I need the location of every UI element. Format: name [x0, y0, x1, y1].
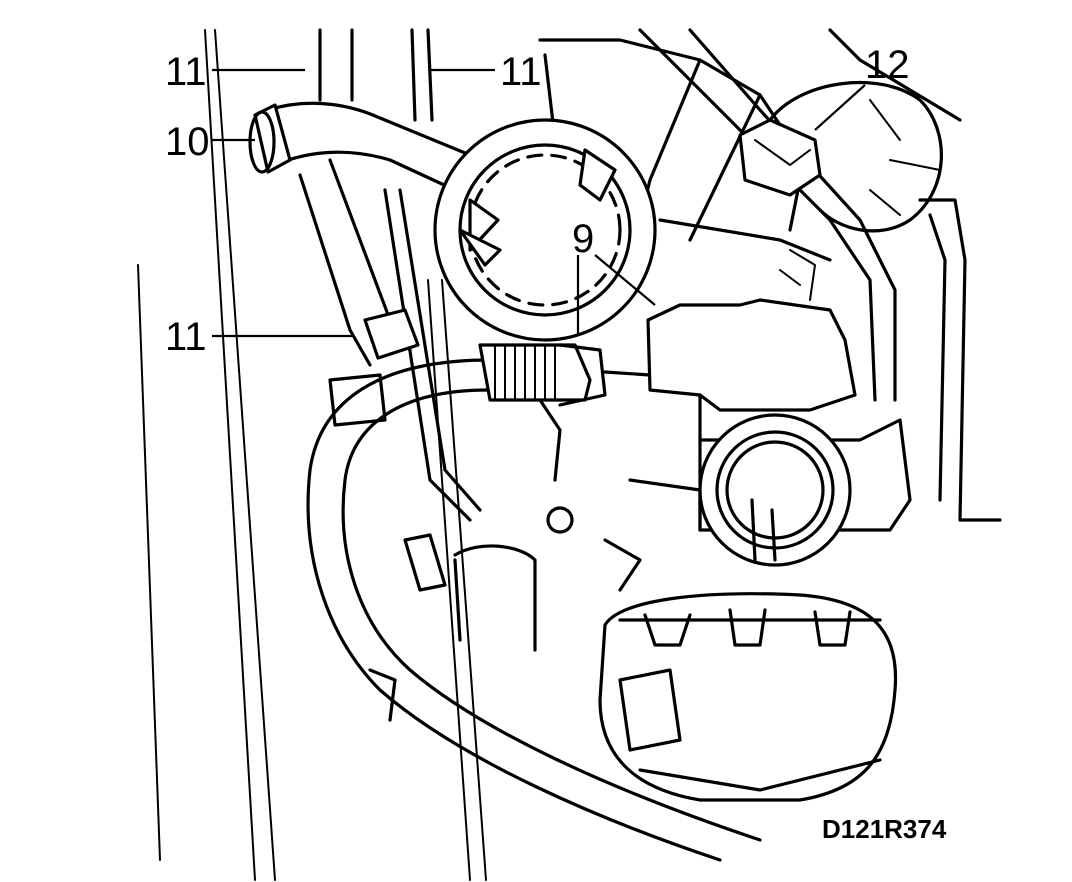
callout-label: 12	[865, 43, 910, 87]
callout-label: 11	[165, 315, 207, 359]
frame-lines	[137, 29, 487, 881]
figure-code: D121R374	[822, 814, 947, 844]
hoses-11	[298, 28, 482, 522]
round-component-right	[768, 81, 943, 233]
engine-housing	[538, 28, 1002, 522]
callout-label: 11	[165, 50, 207, 94]
callout-label: 9	[572, 217, 594, 261]
alternator	[598, 592, 898, 802]
throttle-body	[646, 249, 912, 567]
callout-label: 11	[500, 50, 542, 94]
callout-label: 10	[165, 120, 210, 164]
leader-lines	[212, 68, 866, 338]
hose-10	[248, 101, 472, 192]
toothed-pulley	[433, 118, 657, 342]
tube-12	[638, 28, 897, 402]
misc-hardware	[328, 373, 702, 722]
